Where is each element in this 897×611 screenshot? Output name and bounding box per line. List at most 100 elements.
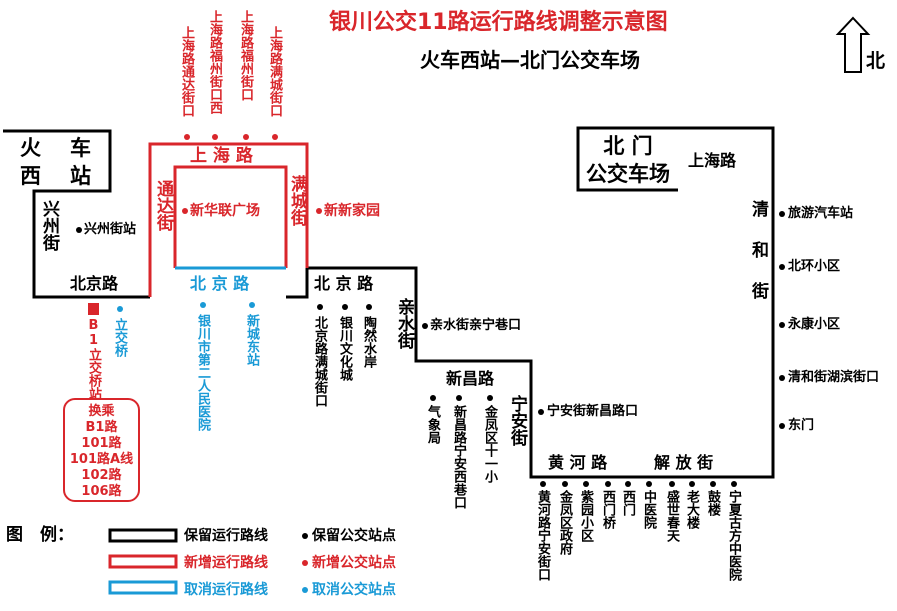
terminal-east-line2: 公交车场 (586, 162, 670, 187)
road-mancheng-jie: 满城街 (287, 175, 307, 226)
transfer-line-5: 106路 (81, 484, 122, 499)
new-route (148, 142, 309, 297)
north-label: 北 (866, 50, 886, 72)
terminal-west-char3: 西 (20, 164, 41, 188)
legend-cancel-stop: 取消公交站点 (312, 582, 396, 598)
road-jiefang-jie: 解 放 街 (654, 453, 714, 472)
stop-huanghe-5: 西门 (620, 490, 635, 516)
stop-huanghe-10: 宁夏古方中医院 (726, 490, 741, 581)
road-beijing-lu-west: 北京路 (70, 274, 119, 293)
legend-new-stop-dot (302, 560, 308, 566)
stop-ningan-xinchang: 宁安街新昌路口 (547, 404, 639, 419)
map-subtitle: 火车西站—北门公交车场 (420, 48, 640, 72)
road-huanghe-lu: 黄 河 路 (548, 453, 608, 472)
road-shanghai-lu-new: 上 海 路 (190, 146, 253, 166)
stop-wenhuacheng: 银川文化城 (337, 316, 352, 381)
stop-dot-qinghe-1 (779, 211, 785, 217)
transfer-line-4: 102路 (81, 468, 122, 483)
stop-dot-jinfeng-11 (487, 395, 493, 401)
stop-dot-taoran (366, 304, 372, 310)
stop-qinghe-3: 永康小区 (788, 317, 841, 332)
stop-xinchengdong-cancelled: 新城东站 (244, 314, 259, 366)
legend-kept-stop: 保留公交站点 (312, 528, 396, 544)
stop-huanghe-1: 黄河路宁安街口 (535, 490, 550, 581)
stop-qinshui: 亲水街亲宁巷口 (430, 318, 522, 333)
stop-huanghe-7: 盛世春天 (664, 490, 679, 542)
stop-qinghe-5: 东门 (788, 418, 815, 433)
transfer-line-1: B1路 (85, 420, 118, 435)
stop-dot-qinghe-3 (779, 322, 785, 328)
stop-dot-huanghe-7 (669, 481, 675, 487)
terminal-east-line1: 北 门 (603, 134, 653, 158)
legend-new-line-swatch (108, 554, 178, 569)
terminal-west-char2: 车 (70, 136, 91, 160)
terminal-east: 北 门 公交车场 (580, 132, 676, 189)
stop-qinghe-4: 清和街湖滨街口 (788, 370, 880, 385)
stop-xinchang-ningan: 新昌路宁安西巷口 (451, 405, 466, 509)
stop-beijing-mancheng: 北京路满城街口 (312, 316, 327, 407)
terminal-west-char1: 火 (20, 136, 41, 160)
stop-huanghe-4: 西门桥 (600, 490, 615, 529)
road-ningan-jie: 宁安街 (507, 395, 527, 446)
stop-dot-xinxinjiayuan (316, 208, 322, 214)
stop-huanghe-2: 金凤区政府 (557, 490, 572, 555)
stop-jinfeng-11: 金凤区十一小 (482, 405, 497, 483)
stop-huanghe-6: 中医院 (641, 490, 656, 529)
stop-dot-new-top-3 (243, 134, 249, 140)
stop-dot-qinghe-2 (779, 264, 785, 270)
stop-xingzhou: 兴州街站 (84, 222, 137, 237)
legend-cancel-line: 取消运行路线 (184, 582, 268, 598)
stop-dot-huanghe-4 (605, 481, 611, 487)
stop-xinxinjiayuan: 新新家园 (324, 203, 380, 219)
road-qinghe-jie: 清和街 (748, 200, 768, 323)
stop-dot-new-top-1 (184, 134, 190, 140)
stop-dot-huanghe-2 (562, 481, 568, 487)
stop-dot-qixiangju (430, 395, 436, 401)
transfer-title: 换乘 (88, 404, 115, 419)
stop-new-top-2: 上海路福州街口西 (207, 10, 222, 114)
legend-cancel-line-swatch (108, 580, 178, 595)
stop-dot-xinchang-ningan (456, 395, 462, 401)
stop-new-top-1: 上海路通达街口 (179, 26, 194, 117)
stop-b1-lijiaoqiao: B1立交桥站 (86, 318, 101, 400)
legend-new-stop: 新增公交站点 (312, 555, 396, 571)
stop-qixiangju: 气象局 (425, 405, 440, 444)
kept-route-east (286, 126, 775, 479)
stop-xinhualian: 新华联广场 (190, 203, 260, 219)
stop-dot-huanghe-5 (625, 481, 631, 487)
terminal-west-char4: 站 (70, 164, 91, 188)
b1-station-marker (88, 303, 99, 315)
stop-dot-huanghe-3 (583, 481, 589, 487)
stop-dot-huanghe-10 (731, 481, 737, 487)
stop-dot-beijing-mancheng (317, 304, 323, 310)
transfer-box: 换乘 B1路 101路 101路A线 102路 106路 (63, 398, 140, 502)
kept-route-west (3, 129, 150, 299)
stop-qinghe-2: 北环小区 (788, 259, 841, 274)
legend-cancel-stop-dot (302, 587, 308, 593)
stop-dot-ningan-xinchang (538, 409, 544, 415)
stop-dot-xinchengdong (249, 302, 255, 308)
stop-hospital2-cancelled: 银川市第二人民医院 (195, 314, 210, 431)
transfer-line-3: 101路A线 (69, 452, 134, 467)
stop-dot-xingzhou (76, 227, 82, 233)
transfer-line-2: 101路 (81, 436, 122, 451)
stop-dot-qinghe-5 (779, 423, 785, 429)
stop-dot-hospital2 (200, 302, 206, 308)
stop-lijiaoqiao-cancelled: 立交桥 (112, 318, 127, 357)
stop-dot-wenhuacheng (342, 304, 348, 310)
legend-kept-line-swatch (108, 528, 178, 543)
stop-new-top-4: 上海路满城街口 (267, 26, 282, 117)
stop-qinghe-1: 旅游汽车站 (788, 206, 854, 221)
road-beijing-lu-cancelled: 北 京 路 (190, 274, 250, 293)
stop-huanghe-9: 鼓楼 (705, 490, 720, 516)
stop-huanghe-8: 老大楼 (684, 490, 699, 529)
stop-huanghe-3: 紫园小区 (578, 490, 593, 542)
road-tongda-jie: 通达街 (153, 180, 173, 231)
stop-dot-new-top-4 (272, 134, 278, 140)
stop-dot-new-top-2 (212, 134, 218, 140)
stop-new-top-3: 上海路福州街口 (238, 10, 253, 101)
legend-title: 图 例： (6, 525, 74, 545)
legend-kept-line: 保留运行路线 (184, 528, 268, 544)
